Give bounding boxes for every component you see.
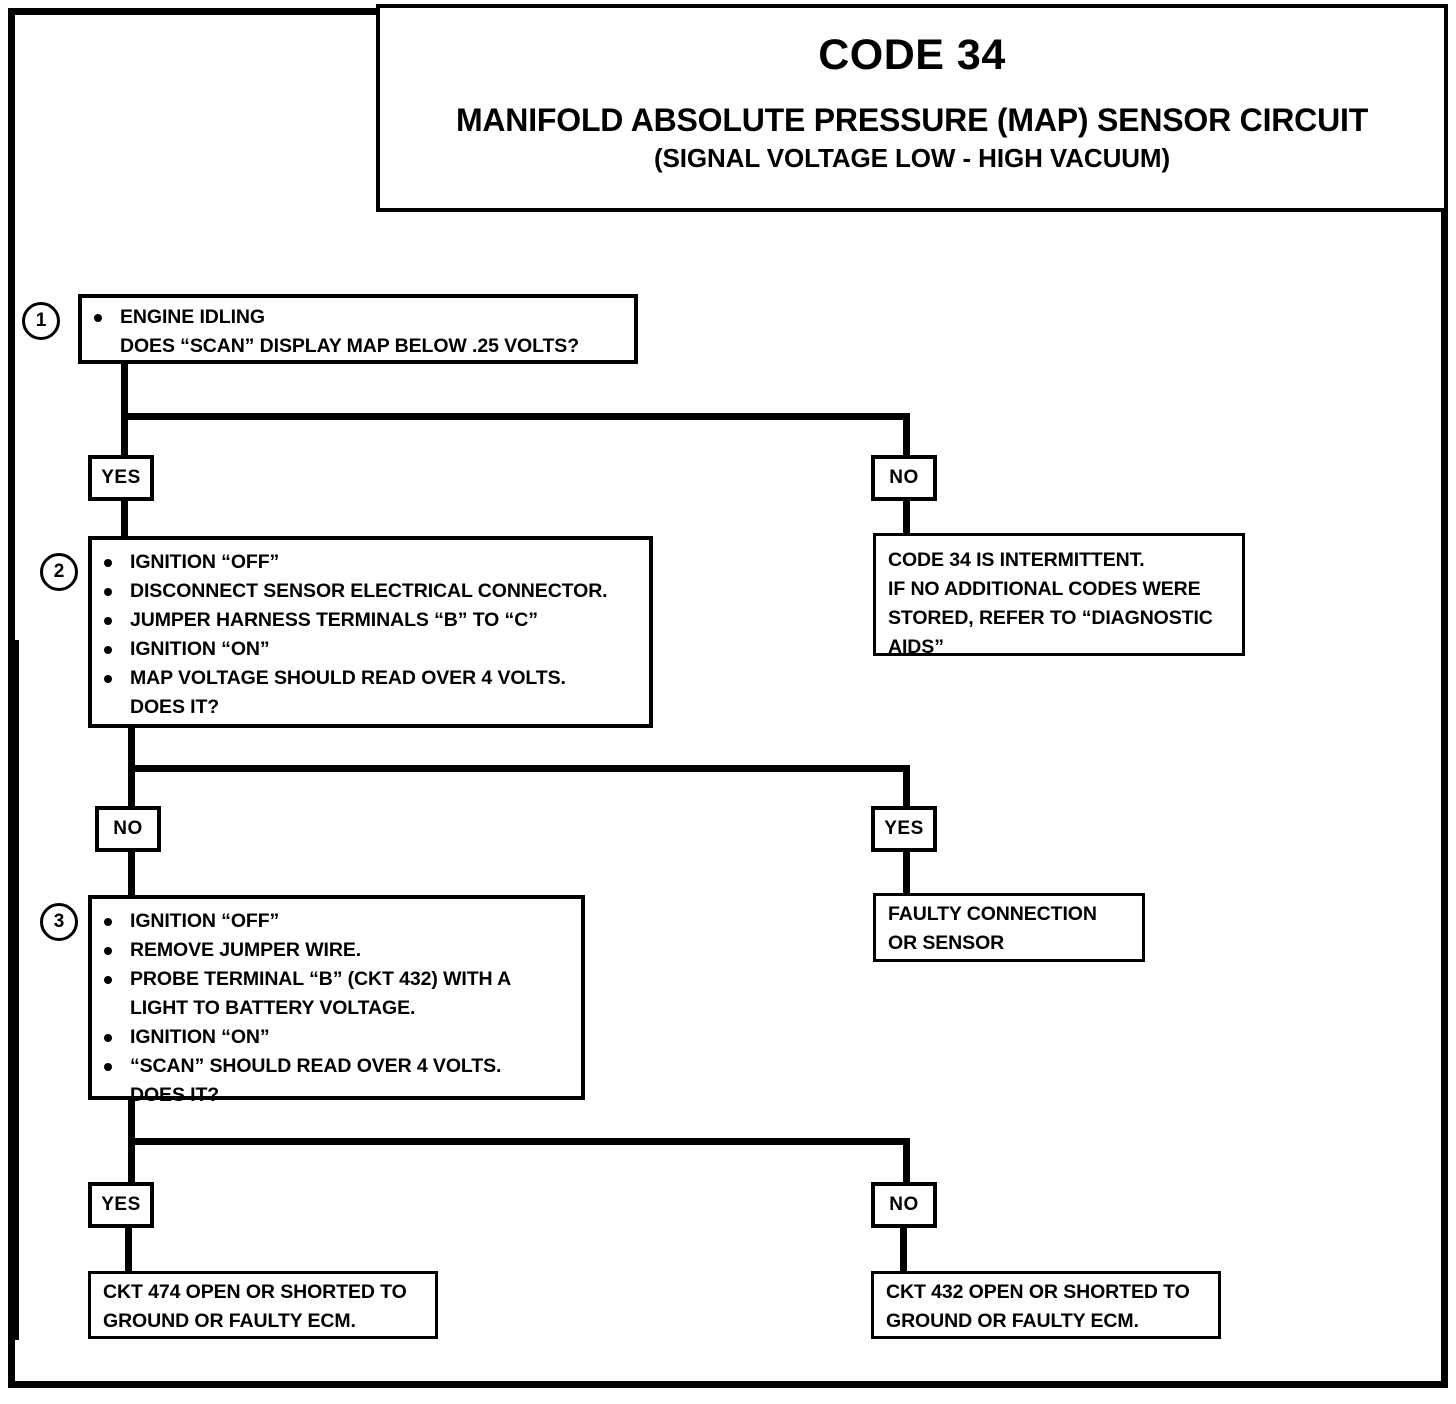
title-block: CODE 34 MANIFOLD ABSOLUTE PRESSURE (MAP)…	[376, 4, 1448, 212]
step-3-line-2: REMOVE JUMPER WIRE.	[92, 936, 581, 965]
result-faulty-line-1: FAULTY CONNECTION	[888, 903, 1097, 925]
result-ckt432-box: CKT 432 OPEN OR SHORTED TO GROUND OR FAU…	[871, 1271, 1221, 1339]
result-intermittent-box: CODE 34 IS INTERMITTENT. IF NO ADDITIONA…	[873, 533, 1245, 658]
step-number-3: 3	[40, 903, 78, 941]
step-2-line-6: DOES IT?	[130, 696, 220, 718]
connector-step3-left-down	[128, 1138, 135, 1183]
page-border-bottom	[8, 1381, 1448, 1388]
step-2-line-4: IGNITION “ON”	[92, 635, 649, 664]
connector-step3-down	[128, 1100, 135, 1145]
page-border-left-jog	[13, 640, 19, 1340]
connector-step3-no-down	[900, 1225, 907, 1274]
step-1-line-1: ENGINE IDLING	[82, 303, 634, 332]
result-ckt432-line-2: GROUND OR FAULTY ECM.	[886, 1310, 1139, 1332]
step-1-line-2: DOES “SCAN” DISPLAY MAP BELOW .25 VOLTS?	[120, 335, 580, 357]
page-border-right	[1441, 8, 1448, 1388]
branch-label-step2-no: NO	[95, 806, 161, 852]
connector-step2-no-down	[128, 849, 135, 895]
connector-step2-left-down	[128, 765, 135, 809]
connector-step2-right-down	[903, 765, 910, 809]
step-1-box: ENGINE IDLING DOES “SCAN” DISPLAY MAP BE…	[78, 294, 638, 364]
connector-step2-yes-down	[903, 849, 910, 896]
connector-step1-down	[121, 364, 128, 420]
result-ckt474-line-2: GROUND OR FAULTY ECM.	[103, 1310, 356, 1332]
result-intermittent-line-4: AIDS”	[888, 636, 944, 658]
connector-step1-right-down	[903, 413, 910, 458]
connector-step1-yes-down	[121, 498, 128, 538]
result-intermittent-line-2: IF NO ADDITIONAL CODES WERE	[888, 578, 1201, 600]
connector-step3-yes-down	[125, 1225, 132, 1274]
step-3-line-1: IGNITION “OFF”	[92, 907, 581, 936]
connector-step1-left-down	[121, 413, 128, 458]
branch-label-step3-yes: YES	[88, 1182, 154, 1228]
result-ckt474-box: CKT 474 OPEN OR SHORTED TO GROUND OR FAU…	[88, 1271, 438, 1339]
step-3-line-4: LIGHT TO BATTERY VOLTAGE.	[130, 997, 416, 1019]
step-3-line-5: IGNITION “ON”	[92, 1023, 581, 1052]
result-ckt474-line-1: CKT 474 OPEN OR SHORTED TO	[103, 1281, 407, 1303]
connector-step2-down	[128, 728, 135, 773]
result-intermittent-line-3: STORED, REFER TO “DIAGNOSTIC	[888, 607, 1213, 629]
step-2-line-5: MAP VOLTAGE SHOULD READ OVER 4 VOLTS.	[92, 664, 649, 693]
connector-step3-across	[128, 1138, 910, 1145]
step-3-line-6: “SCAN” SHOULD READ OVER 4 VOLTS.	[92, 1052, 581, 1081]
result-ckt432-line-1: CKT 432 OPEN OR SHORTED TO	[886, 1281, 1190, 1303]
step-3-line-3: PROBE TERMINAL “B” (CKT 432) WITH A	[92, 965, 581, 994]
result-faulty-line-2: OR SENSOR	[888, 932, 1005, 954]
step-3-line-7: DOES IT?	[130, 1084, 220, 1106]
connector-step2-across	[128, 765, 910, 772]
connector-step1-no-down	[903, 498, 910, 536]
chart-subtitle: (SIGNAL VOLTAGE LOW - HIGH VACUUM)	[653, 143, 1171, 173]
chart-main-title: MANIFOLD ABSOLUTE PRESSURE (MAP) SENSOR …	[455, 102, 1369, 138]
branch-label-step1-no: NO	[871, 455, 937, 501]
branch-label-step3-no: NO	[871, 1182, 937, 1228]
step-2-line-2: DISCONNECT SENSOR ELECTRICAL CONNECTOR.	[92, 577, 649, 606]
step-2-box: IGNITION “OFF” DISCONNECT SENSOR ELECTRI…	[88, 536, 653, 728]
result-faulty-connection-box: FAULTY CONNECTION OR SENSOR	[873, 893, 1145, 962]
result-intermittent-line-1: CODE 34 IS INTERMITTENT.	[888, 549, 1145, 571]
step-number-1: 1	[22, 302, 60, 340]
branch-label-step2-yes: YES	[871, 806, 937, 852]
branch-label-step1-yes: YES	[88, 455, 154, 501]
step-2-line-3: JUMPER HARNESS TERMINALS “B” TO “C”	[92, 606, 649, 635]
step-3-box: IGNITION “OFF” REMOVE JUMPER WIRE. PROBE…	[88, 895, 585, 1106]
step-2-line-1: IGNITION “OFF”	[92, 548, 649, 577]
chart-code-title: CODE 34	[818, 31, 1006, 79]
connector-step3-right-down	[903, 1138, 910, 1183]
page-border-left	[8, 8, 15, 1388]
step-number-2: 2	[40, 553, 78, 591]
connector-step1-across	[121, 413, 910, 420]
